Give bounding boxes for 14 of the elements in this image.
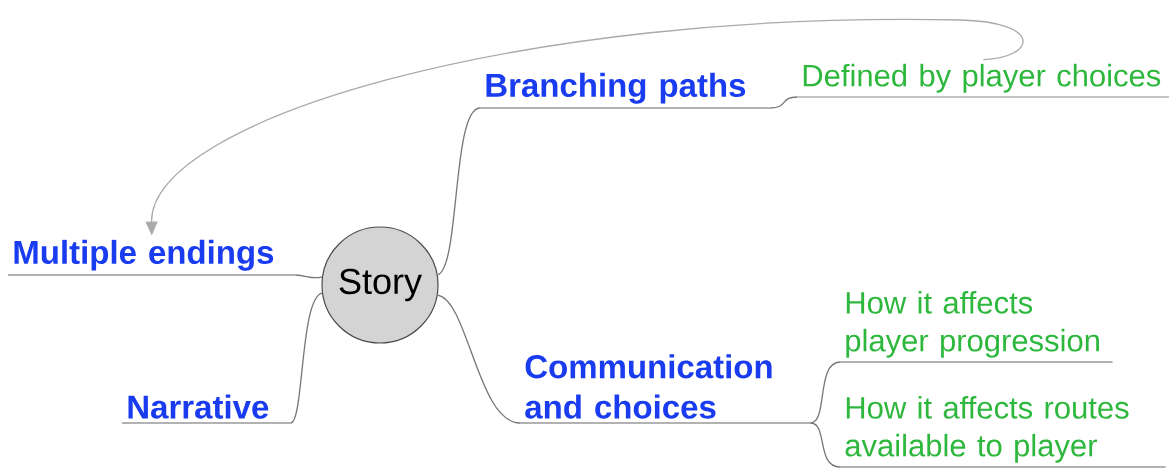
connector <box>294 274 323 279</box>
connector <box>437 107 481 276</box>
connector <box>809 361 841 424</box>
underlined-label: How it affects player progression <box>839 291 1114 363</box>
connector <box>289 292 323 424</box>
underlined-label: Narrative <box>121 394 292 424</box>
connector <box>437 294 521 424</box>
connector <box>809 422 841 468</box>
underlined-label: Communication and choices <box>519 354 812 424</box>
connector <box>769 96 798 109</box>
underlined-label: Branching paths <box>479 72 772 109</box>
underlined-label: How it affects routes available to player <box>839 396 1167 468</box>
underlined-label: Defined by player choices <box>796 63 1169 98</box>
underlined-label: Multiple endings <box>7 239 297 276</box>
